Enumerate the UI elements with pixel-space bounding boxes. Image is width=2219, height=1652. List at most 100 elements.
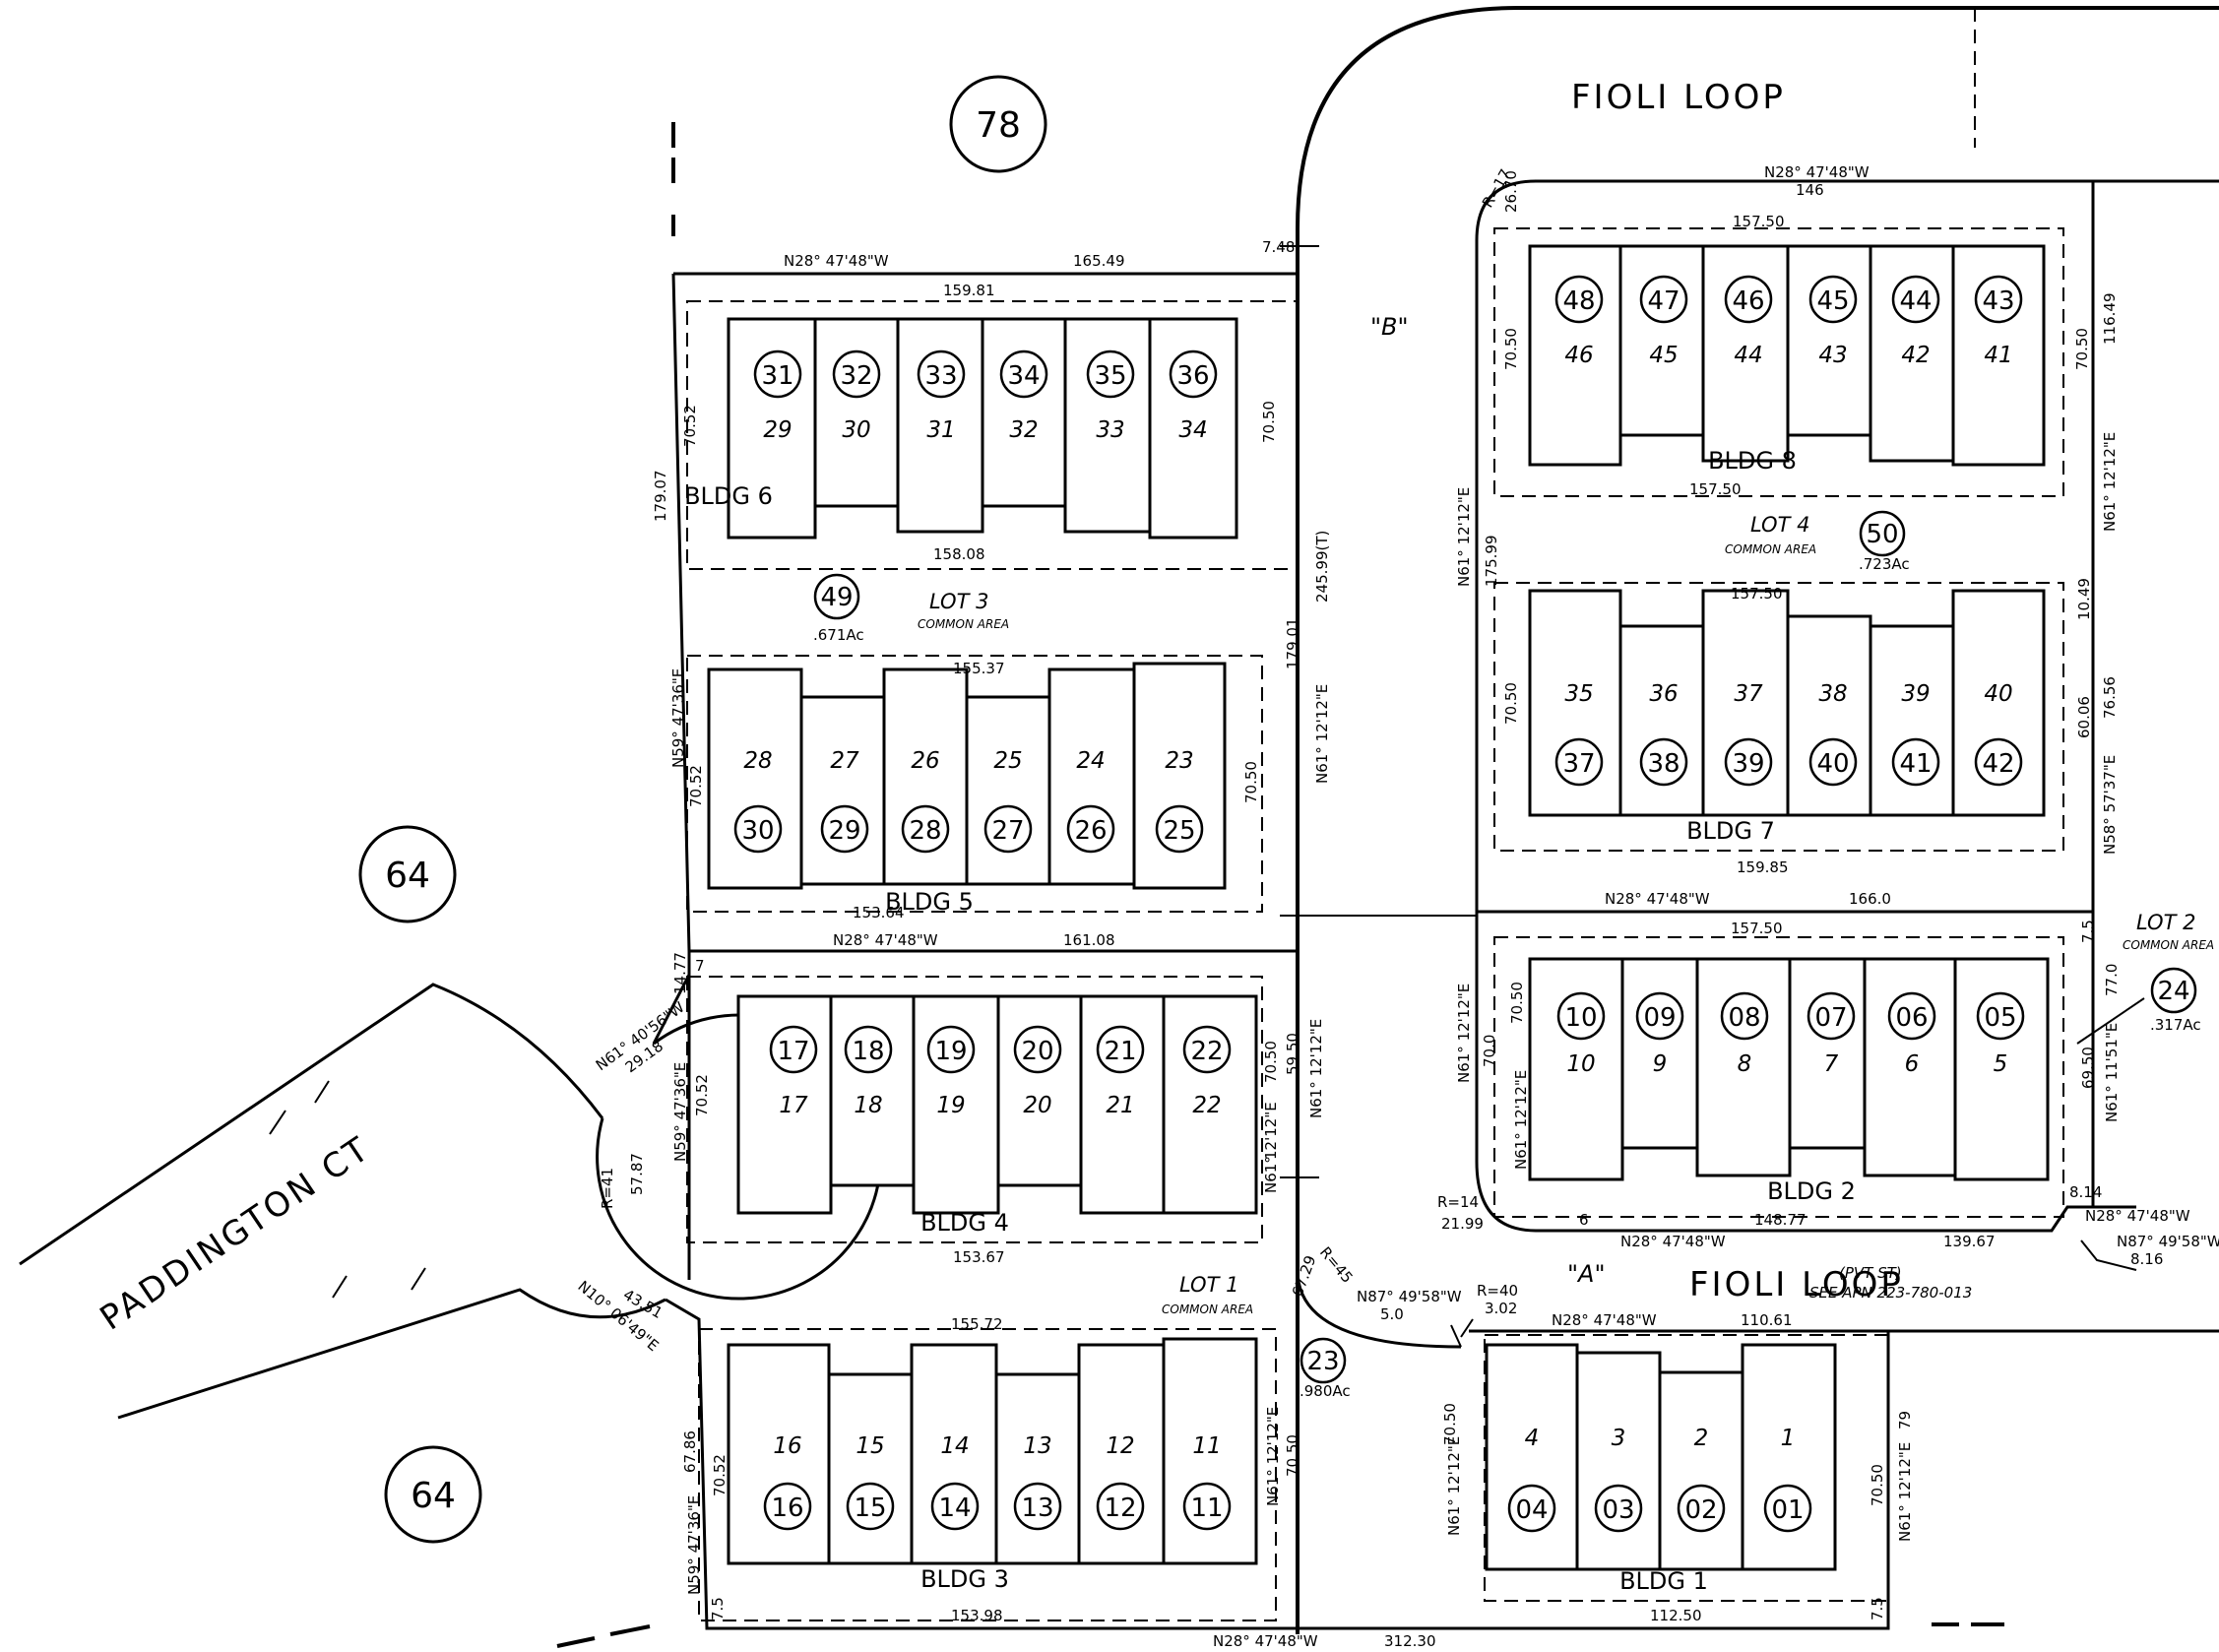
lot-2-label: LOT 2 COMMON AREA 24 .317Ac: [2123, 911, 2214, 1034]
apn-number: 08: [1728, 1003, 1760, 1033]
svg-text:79: 79: [1896, 1411, 1914, 1430]
svg-text:N28° 47'48"W: N28° 47'48"W: [1552, 1311, 1657, 1329]
apn-number: 27: [991, 816, 1024, 846]
apn-number: 14: [938, 1493, 971, 1523]
apn-number: 19: [934, 1037, 967, 1066]
apn-circle: [1720, 991, 1769, 1041]
lot-4-label: LOT 4 COMMON AREA 50 .723Ac: [1725, 510, 1910, 573]
apn-circle: [1556, 991, 1606, 1041]
unit-number: 44: [1734, 343, 1762, 368]
unit-number: 31: [926, 417, 955, 443]
area-label-b: "B": [1370, 313, 1409, 341]
svg-text:7.5: 7.5: [709, 1597, 727, 1620]
svg-text:64: 64: [411, 1476, 456, 1516]
svg-text:N61° 12'12"E: N61° 12'12"E: [1307, 1019, 1325, 1118]
svg-text:70.50: 70.50: [2073, 328, 2091, 370]
svg-text:50: 50: [1866, 520, 1898, 549]
svg-text:157.50: 157.50: [1731, 585, 1783, 603]
unit-number: 41: [1984, 343, 2012, 368]
svg-text:.317Ac: .317Ac: [2150, 1016, 2201, 1034]
apn-number: 18: [852, 1037, 884, 1066]
svg-text:N59° 47'36"E: N59° 47'36"E: [669, 668, 687, 768]
svg-text:N28° 47'48"W: N28° 47'48"W: [833, 931, 938, 949]
apn-circle: [1976, 991, 2025, 1041]
svg-text:COMMON AREA: COMMON AREA: [2123, 938, 2214, 952]
unit-number: 1: [1781, 1426, 1796, 1451]
apn-circle: [1066, 804, 1115, 854]
apn-number: 22: [1190, 1037, 1223, 1066]
building-label: BLDG 2: [1767, 1177, 1856, 1205]
svg-text:N28° 47'48"W: N28° 47'48"W: [1620, 1233, 1726, 1250]
svg-text:155.37: 155.37: [953, 660, 1005, 677]
unit-number: 5: [1994, 1051, 2008, 1077]
apn-number: 39: [1732, 749, 1764, 779]
svg-text:57.87: 57.87: [628, 1153, 646, 1195]
svg-text:8.14: 8.14: [2069, 1183, 2102, 1201]
apn-circle: [763, 1482, 812, 1531]
svg-text:7.5: 7.5: [1869, 1597, 1886, 1620]
apn-circle: [1013, 1025, 1062, 1074]
svg-text:153.98: 153.98: [951, 1607, 1003, 1624]
unit-number: 24: [1076, 748, 1105, 774]
svg-text:5.0: 5.0: [1380, 1305, 1404, 1323]
svg-text:N59° 47'36"E: N59° 47'36"E: [671, 1062, 689, 1162]
unit-number: 33: [1096, 417, 1124, 443]
unit-number: 19: [936, 1093, 965, 1118]
building-1: [1485, 1343, 1837, 1571]
apn-number: 09: [1643, 1003, 1676, 1033]
apn-number: 16: [771, 1493, 803, 1523]
apn-circle: [733, 804, 783, 854]
apn-circle: [1086, 349, 1135, 399]
svg-text:N61° 12'12"E: N61° 12'12"E: [1896, 1442, 1914, 1542]
apn-circle: [820, 804, 869, 854]
apn-number: 41: [1899, 749, 1932, 779]
svg-text:166.0: 166.0: [1849, 890, 1891, 908]
svg-text:R=45: R=45: [1316, 1243, 1357, 1287]
street-name-paddington-ct: PADDINGTON CT: [94, 1128, 378, 1338]
apn-circle: [1677, 1484, 1726, 1533]
svg-text:23: 23: [1306, 1347, 1339, 1376]
apn-circle: [1594, 1484, 1643, 1533]
apn-circle: [1807, 991, 1856, 1041]
apn-number: 44: [1899, 286, 1932, 316]
apn-number: 05: [1984, 1003, 2016, 1033]
svg-text:6: 6: [1579, 1211, 1589, 1229]
svg-text:110.61: 110.61: [1741, 1311, 1793, 1329]
unit-number: 20: [1023, 1093, 1051, 1118]
svg-text:77.0: 77.0: [2103, 964, 2121, 996]
apn-number: 33: [924, 361, 957, 391]
apn-circle: [1974, 275, 2023, 324]
apn-circle: [930, 1482, 980, 1531]
apn-circle: [917, 349, 966, 399]
svg-text:N58° 57'37"E: N58° 57'37"E: [2101, 755, 2119, 855]
apn-circle: [1182, 1025, 1232, 1074]
svg-text:N61° 11'51"E: N61° 11'51"E: [2103, 1023, 2121, 1122]
svg-text:69.50: 69.50: [2079, 1047, 2097, 1089]
dashed-setback-lines: [686, 227, 2064, 1621]
unit-number: 7: [1824, 1051, 1839, 1077]
apn-circle: [1554, 275, 1604, 324]
apn-circle: [983, 804, 1033, 854]
svg-text:3.02: 3.02: [1485, 1300, 1517, 1317]
unit-number: 9: [1653, 1051, 1668, 1077]
apn-number: 47: [1647, 286, 1680, 316]
svg-text:70.52: 70.52: [681, 405, 699, 447]
svg-text:R=14: R=14: [1437, 1193, 1479, 1211]
unit-number: 26: [911, 748, 939, 774]
building-label: BLDG 6: [684, 482, 773, 510]
svg-text:70.50: 70.50: [1869, 1464, 1886, 1506]
unit-number: 32: [1009, 417, 1038, 443]
svg-text:R=41: R=41: [599, 1168, 616, 1209]
unit-number: 13: [1023, 1433, 1051, 1459]
svg-text:N61° 12'12"E: N61° 12'12"E: [1455, 487, 1473, 587]
apn-number: 02: [1684, 1495, 1717, 1525]
apn-number: 26: [1074, 816, 1107, 846]
svg-text:70.52: 70.52: [693, 1074, 711, 1116]
unit-number: 14: [940, 1433, 969, 1459]
apn-number: 12: [1104, 1493, 1136, 1523]
building-7: [1528, 589, 2046, 817]
apn-number: 32: [840, 361, 872, 391]
apn-circle: [926, 1025, 976, 1074]
